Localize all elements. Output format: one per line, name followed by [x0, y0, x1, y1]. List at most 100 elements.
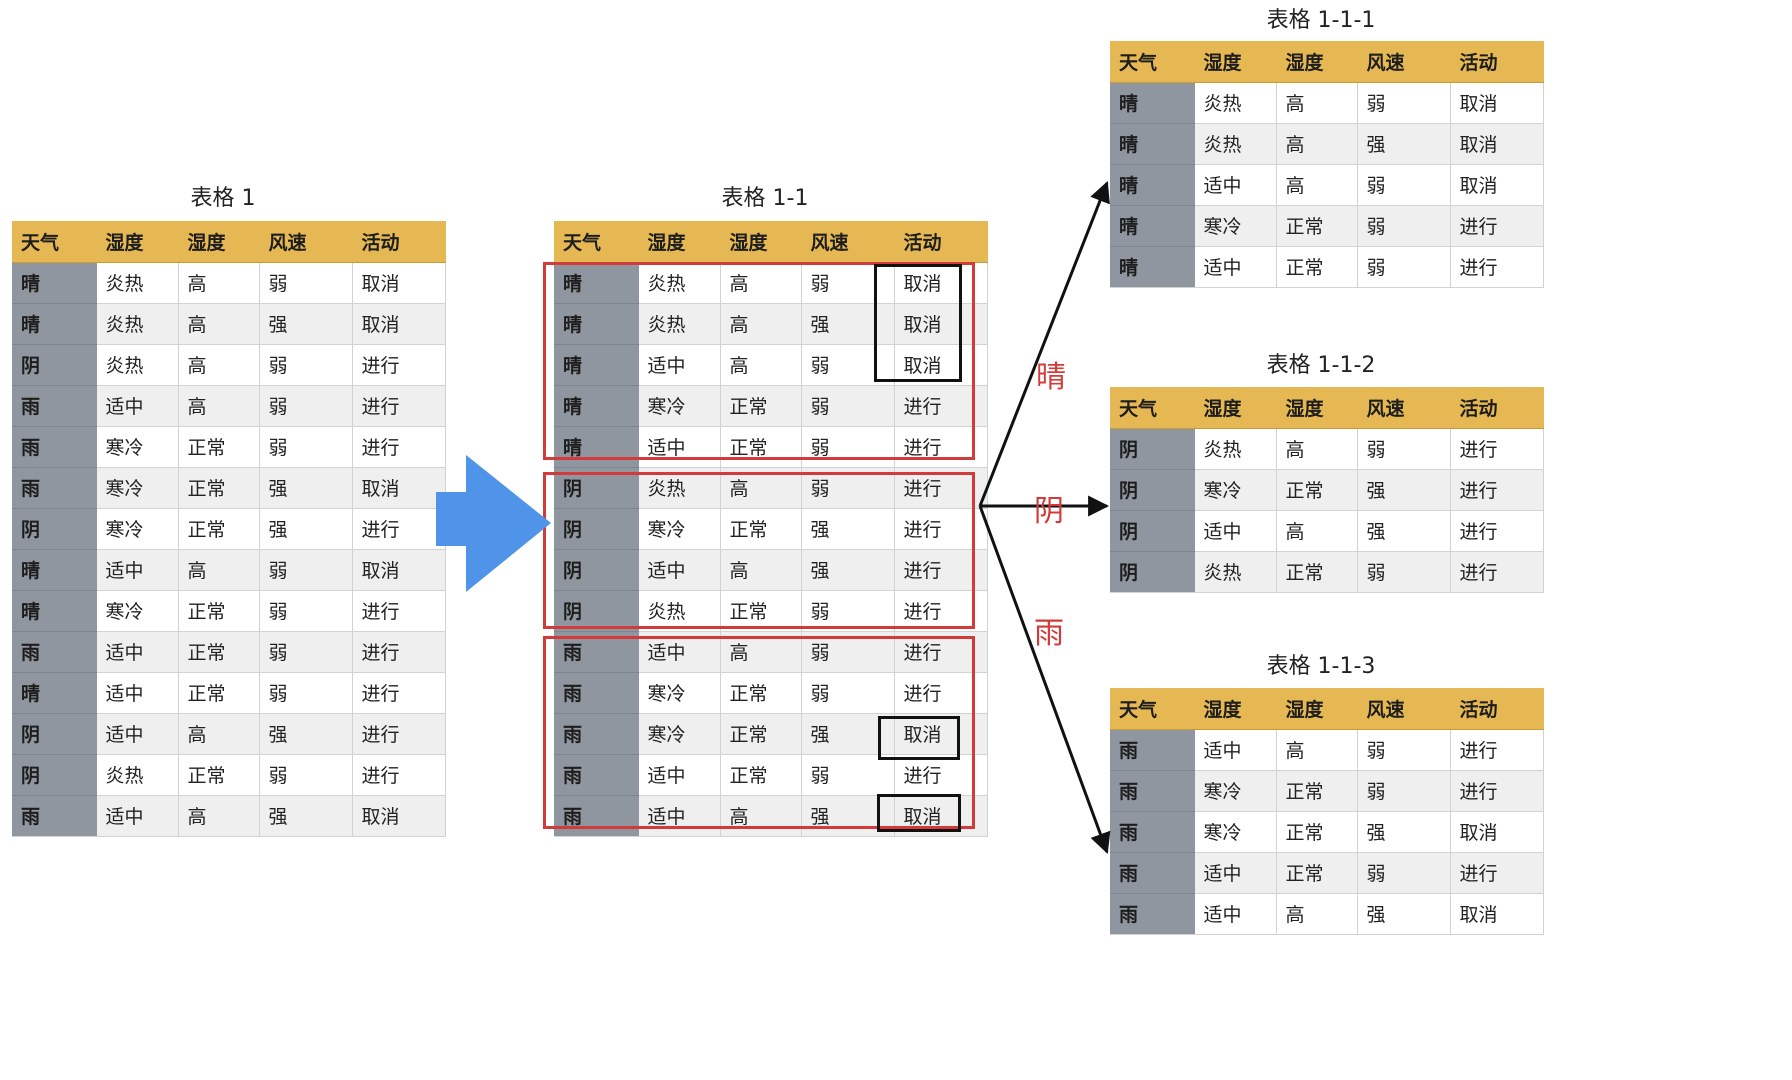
table-cell: 弱 [1357, 852, 1451, 894]
table-row: 阴炎热正常弱进行 [12, 754, 446, 796]
column-header: 湿度 [1194, 387, 1277, 429]
table-cell: 强 [259, 508, 353, 550]
table-cell: 弱 [1357, 729, 1451, 771]
table-row: 阴适中高强进行 [554, 549, 988, 591]
column-header: 天气 [1110, 41, 1195, 83]
weather-cell: 阴 [1110, 469, 1195, 511]
table-cell: 炎热 [1194, 123, 1277, 165]
column-header: 活动 [1450, 688, 1544, 730]
table1-1-title: 表格 1-1 [721, 186, 809, 211]
table-cell: 取消 [894, 713, 988, 755]
column-header: 风速 [259, 221, 353, 263]
weather-cell: 阴 [1110, 428, 1195, 470]
column-header: 湿度 [96, 221, 179, 263]
table-cell: 进行 [1450, 428, 1544, 470]
table-row: 晴适中高弱取消 [12, 549, 446, 591]
table-cell: 寒冷 [638, 508, 721, 550]
table-cell: 强 [1357, 510, 1451, 552]
weather-cell: 阴 [1110, 551, 1195, 593]
table-cell: 寒冷 [1194, 469, 1277, 511]
table-row: 晴适中正常弱进行 [1110, 246, 1544, 288]
table-cell: 寒冷 [638, 385, 721, 427]
table-row: 晴寒冷正常弱进行 [12, 590, 446, 632]
weather-cell: 雨 [12, 467, 97, 509]
table-row: 雨寒冷正常强取消 [1110, 811, 1544, 853]
weather-cell: 晴 [554, 262, 639, 304]
table-cell: 弱 [259, 631, 353, 673]
header-row: 天气湿度湿度风速活动 [554, 221, 988, 263]
table-row: 晴炎热高强取消 [554, 303, 988, 345]
table-row: 阴寒冷正常强进行 [554, 508, 988, 550]
table-cell: 进行 [1450, 852, 1544, 894]
table1-1-1-title: 表格 1-1-1 [1266, 8, 1376, 33]
table-cell: 高 [178, 795, 260, 837]
table-row: 雨寒冷正常强取消 [12, 467, 446, 509]
table-row: 晴炎热高弱取消 [1110, 82, 1544, 124]
table-cell: 炎热 [1194, 551, 1277, 593]
table-cell: 强 [801, 508, 895, 550]
weather-cell: 雨 [1110, 852, 1195, 894]
table-cell: 正常 [178, 508, 260, 550]
table-cell: 弱 [801, 672, 895, 714]
weather-cell: 晴 [12, 303, 97, 345]
table-row: 雨寒冷正常弱进行 [12, 426, 446, 468]
column-header: 湿度 [638, 221, 721, 263]
weather-cell: 阴 [554, 549, 639, 591]
table-cell: 炎热 [96, 754, 179, 796]
table-cell: 正常 [178, 672, 260, 714]
table-cell: 炎热 [1194, 82, 1277, 124]
branch-arrow-rain [978, 505, 1111, 854]
table-cell: 适中 [96, 672, 179, 714]
table-cell: 取消 [352, 549, 446, 591]
table-cell: 弱 [1357, 428, 1451, 470]
table-cell: 取消 [1450, 82, 1544, 124]
table-cell: 进行 [894, 385, 988, 427]
table-cell: 高 [1276, 123, 1358, 165]
table-cell: 强 [259, 713, 353, 755]
table-cell: 高 [178, 385, 260, 427]
table-cell: 强 [259, 467, 353, 509]
column-header: 天气 [554, 221, 639, 263]
branch-arrow-sunny [978, 181, 1110, 507]
table-cell: 高 [178, 344, 260, 386]
table-row: 雨适中高强取消 [12, 795, 446, 837]
table-cell: 进行 [352, 508, 446, 550]
table-cell: 强 [1357, 123, 1451, 165]
table-cell: 进行 [352, 631, 446, 673]
column-header: 天气 [1110, 688, 1195, 730]
table-cell: 进行 [352, 385, 446, 427]
table-row: 晴炎热高强取消 [12, 303, 446, 345]
weather-cell: 阴 [12, 508, 97, 550]
table-cell: 正常 [720, 754, 802, 796]
table-cell: 寒冷 [96, 467, 179, 509]
table-cell: 取消 [352, 467, 446, 509]
big-right-arrow [436, 455, 551, 592]
table-cell: 高 [1276, 510, 1358, 552]
table-cell: 取消 [352, 303, 446, 345]
weather-cell: 晴 [1110, 246, 1195, 288]
weather-cell: 雨 [1110, 893, 1195, 935]
table-row: 阴寒冷正常强进行 [12, 508, 446, 550]
table-cell: 取消 [352, 262, 446, 304]
table-cell: 寒冷 [638, 672, 721, 714]
table-cell: 正常 [720, 508, 802, 550]
table-cell: 弱 [259, 754, 353, 796]
table-cell: 适中 [96, 549, 179, 591]
table-cell: 高 [178, 713, 260, 755]
table-cell: 进行 [352, 672, 446, 714]
table-row: 雨适中高强取消 [554, 795, 988, 837]
table-cell: 寒冷 [96, 426, 179, 468]
column-header: 湿度 [1276, 41, 1358, 83]
weather-cell: 晴 [554, 303, 639, 345]
weather-cell: 阴 [12, 713, 97, 755]
table-cell: 弱 [259, 590, 353, 632]
table-cell: 进行 [352, 426, 446, 468]
table-cell: 弱 [801, 344, 895, 386]
table-cell: 高 [720, 795, 802, 837]
table-cell: 寒冷 [1194, 205, 1277, 247]
table-row: 晴适中正常弱进行 [554, 426, 988, 468]
weather-cell: 雨 [12, 631, 97, 673]
table-cell: 弱 [1357, 246, 1451, 288]
table-cell: 进行 [894, 754, 988, 796]
weather-cell: 阴 [554, 508, 639, 550]
